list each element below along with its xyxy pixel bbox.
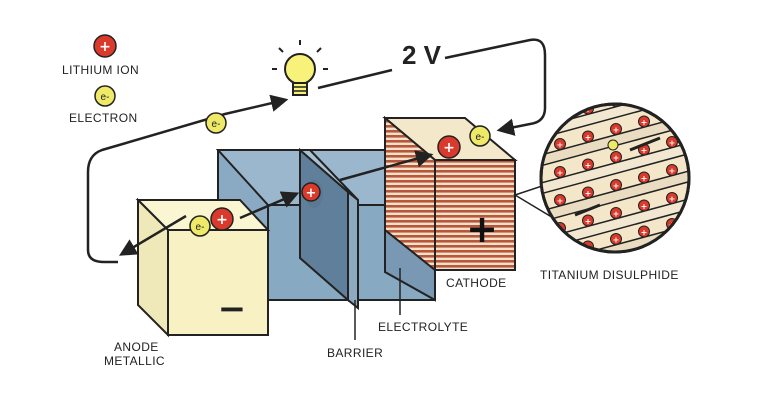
anode-type-label: METALLIC [104, 354, 165, 368]
layer-ion [610, 233, 622, 245]
voltage-label: 2 V [402, 40, 442, 70]
titanium-label: TITANIUM DISULPHIDE [540, 268, 679, 282]
layer-ion [666, 108, 678, 120]
light-bulb-icon [272, 40, 328, 96]
crystal-layer [541, 104, 689, 139]
layer-ion [666, 164, 678, 176]
layer-ion-symbol: + [613, 236, 620, 245]
layer-ion [610, 151, 622, 163]
layer-stack: ++++++++++++++++++++++++++++++ [541, 81, 689, 260]
legend-electron-icon: e- [94, 85, 116, 107]
legend-electron-label: ELECTRON [69, 111, 138, 125]
electron-cathode: e- [469, 125, 491, 147]
layer-ion [582, 214, 594, 227]
svg-text:e-: e- [212, 119, 221, 130]
layer-ion-symbol: + [641, 202, 648, 211]
layer-ion-symbol: + [641, 90, 648, 99]
layer-ion [639, 88, 650, 99]
layer-ion [666, 192, 678, 204]
layer-ion-symbol: + [669, 139, 676, 148]
layer-ion [554, 166, 566, 178]
layer-ion-symbol: + [669, 83, 676, 92]
anode-sign: − [218, 289, 247, 329]
layer-ion-symbol: + [669, 195, 676, 204]
electrolyte-label: ELECTROLYTE [378, 320, 469, 334]
magnifier-circle: ++++++++++++++++++++++++++++++ [539, 81, 691, 260]
layer-ion [638, 115, 650, 128]
layer-ion [582, 158, 594, 171]
anode-block [135, 197, 271, 338]
ion-anode: + [210, 207, 234, 231]
layer-ion-symbol: + [585, 161, 592, 170]
layer-ion-symbol: + [641, 146, 648, 155]
circuit-wire-left [86, 94, 289, 264]
svg-text:e-: e- [196, 222, 205, 233]
layer-ion-symbol: + [585, 217, 592, 226]
layer-ion-symbol: + [557, 251, 564, 260]
cathode-sign: + [466, 207, 498, 251]
layer-ion [554, 138, 566, 150]
svg-text:e-: e- [101, 92, 110, 103]
layer-ion [582, 186, 594, 199]
layer-ion-symbol: + [613, 126, 620, 135]
layer-ion-symbol: + [641, 118, 648, 127]
layer-ion-symbol: + [613, 210, 620, 219]
ion-barrier: + [301, 180, 323, 208]
layer-ion [554, 248, 566, 252]
layer-ion [667, 81, 678, 92]
legend-ion-icon: + [93, 34, 117, 58]
layer-ion [610, 123, 622, 135]
ion-cathode: + [437, 135, 461, 159]
circuit-wire-right [317, 38, 547, 130]
layer-ion [638, 199, 650, 212]
layer-ion [554, 110, 566, 122]
cathode-label: CATHODE [446, 276, 507, 290]
electron-anode: e- [189, 215, 211, 237]
layer-ion-symbol: + [585, 189, 592, 198]
layer-ion [638, 171, 650, 184]
layer-ion-symbol: + [613, 182, 620, 191]
svg-text:+: + [306, 186, 317, 201]
layer-ion [610, 104, 622, 107]
layer-ion [610, 207, 622, 219]
layer-ion [638, 225, 650, 238]
layer-ion [666, 136, 678, 148]
svg-text:+: + [216, 212, 228, 228]
layer-ion-symbol: + [557, 197, 564, 206]
ion-arrow-anode [118, 214, 187, 256]
ion-arrow-barrier [239, 191, 300, 220]
anode-label: ANODE [114, 340, 159, 354]
layer-ion-symbol: + [557, 141, 564, 150]
layer-ion [610, 179, 622, 191]
layer-ion-symbol: + [613, 154, 620, 163]
layer-ion-symbol: + [669, 111, 676, 120]
svg-text:+: + [99, 39, 111, 55]
layer-ion-symbol: + [641, 174, 648, 183]
layer-ion-symbol: + [557, 169, 564, 178]
layer-ion-symbol: + [557, 113, 564, 122]
layer-arrow [574, 203, 601, 217]
layer-electron [607, 139, 619, 151]
layer-ion [582, 130, 594, 143]
electron-wire: e- [205, 112, 227, 134]
barrier-label: BARRIER [327, 346, 384, 360]
svg-text:+: + [443, 140, 455, 156]
legend-lithium-label: LITHIUM ION [62, 63, 140, 77]
layer-ion [554, 194, 566, 206]
layer-ion-symbol: + [669, 167, 676, 176]
layer-ion-symbol: + [641, 228, 648, 237]
layer-ion-symbol: + [585, 133, 592, 142]
ion-arrow-cathode [339, 150, 434, 182]
layer-arrow [629, 136, 661, 152]
svg-text:e-: e- [476, 132, 485, 143]
